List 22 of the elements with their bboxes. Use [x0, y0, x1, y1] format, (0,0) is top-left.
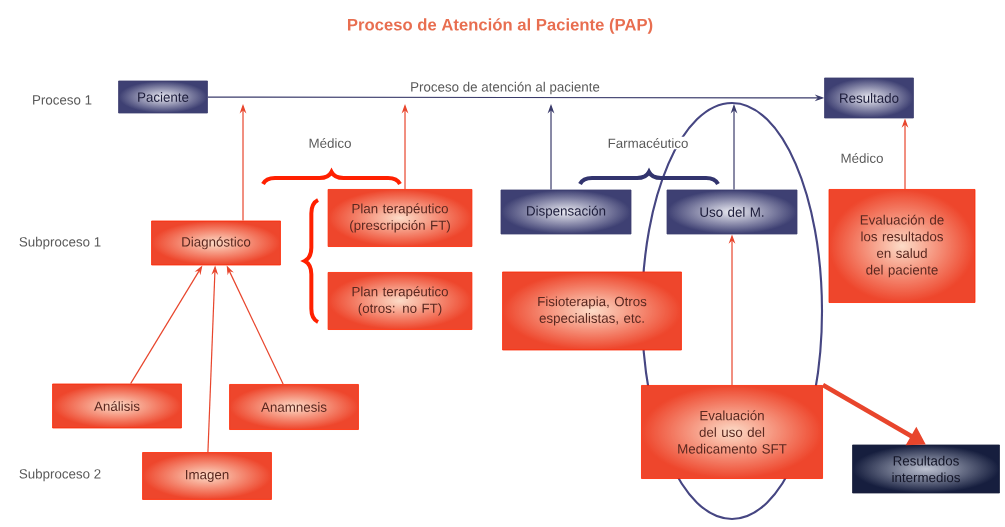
process-box: Plan terapéutico (prescripción FT): [327, 189, 473, 247]
process-box: Uso del M.: [666, 189, 798, 235]
label: Subproceso 1: [17, 235, 103, 251]
process-box: Dispensación: [500, 189, 632, 235]
process-box: Análisis: [52, 383, 182, 429]
process-box: Resultado: [824, 77, 914, 119]
process-box: Plan terapéutico (otros: no FT): [327, 272, 473, 330]
label: Médico: [839, 151, 885, 165]
process-box: Diagnóstico: [151, 220, 281, 266]
process-box: Evaluación del uso del Medicamento SFT: [641, 385, 823, 479]
process-box: Imagen: [142, 452, 272, 500]
label: Farmacéutico: [606, 136, 690, 150]
process-box: Anamnesis: [229, 384, 359, 430]
title: Proceso de Atención al Paciente (PAP): [348, 18, 653, 34]
process-box: Evaluación de los resultados en salud del paciente: [828, 189, 976, 303]
edge-label: Proceso de atención al paciente: [408, 80, 602, 96]
process-box: Paciente: [118, 80, 208, 114]
process-box: Fisioterapia, Otros especialistas, etc.: [502, 271, 682, 351]
label: Subproceso 2: [17, 467, 103, 483]
label: Proceso 1: [30, 94, 94, 106]
label: Médico: [307, 136, 353, 150]
process-box: Resultados intermedios: [852, 444, 1000, 494]
